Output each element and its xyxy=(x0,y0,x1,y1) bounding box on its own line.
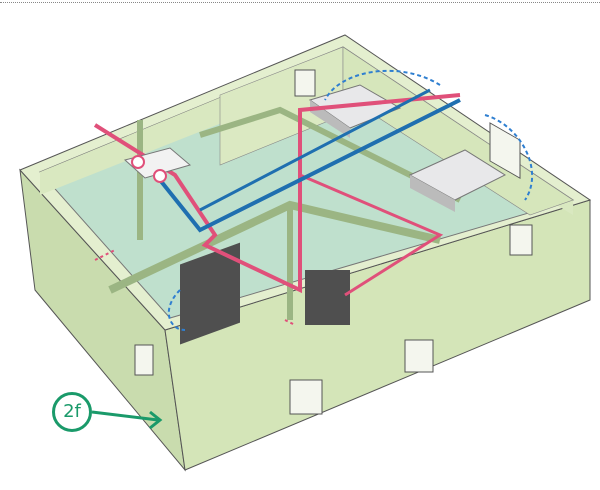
partition-3 xyxy=(199,106,462,203)
airflow-arrows xyxy=(167,69,534,331)
floor-label: 2f xyxy=(52,392,92,432)
exhaust-duct-2 xyxy=(199,88,431,212)
door-2 xyxy=(305,270,350,325)
label-arrowhead xyxy=(149,410,163,430)
supply-duct xyxy=(93,93,461,294)
door-1 xyxy=(180,242,240,345)
supply-arrows xyxy=(94,249,296,326)
supply-duct-branch xyxy=(299,173,444,297)
label-arrow xyxy=(91,410,159,422)
ventilation-unit xyxy=(123,147,192,183)
windows xyxy=(134,69,533,415)
exhaust-duct xyxy=(158,98,461,233)
bed-2 xyxy=(408,149,507,212)
top-border xyxy=(0,2,600,3)
